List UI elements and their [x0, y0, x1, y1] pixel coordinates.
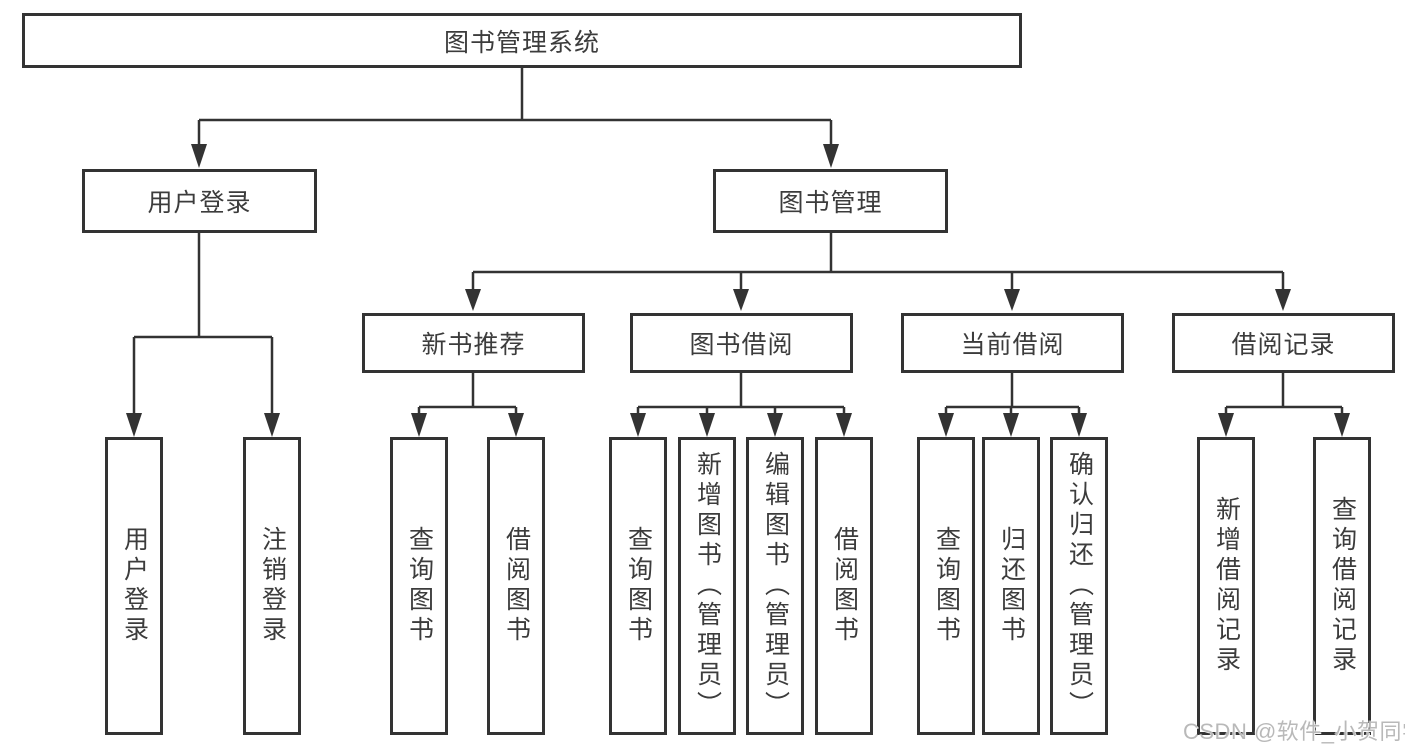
connector-borrow-records-split [1224, 373, 1344, 416]
arrowhead [1275, 289, 1291, 311]
connector-current-borrow-split [944, 373, 1081, 416]
leaf-edit-book-admin-label: 编辑图书（管理员） [761, 451, 790, 721]
connector-root-stem [197, 68, 833, 146]
arrowhead [1071, 413, 1087, 437]
arrowhead [465, 289, 481, 311]
arrowhead [699, 413, 715, 437]
node-new-book-recommend: 新书推荐 [362, 313, 585, 373]
arrowhead [836, 413, 852, 437]
arrowhead [508, 413, 524, 437]
leaf-query-books-current-label: 查询图书 [932, 526, 961, 646]
connector-book-mgmt-split [471, 233, 1285, 292]
leaf-query-books-current: 查询图书 [917, 437, 975, 735]
arrowhead [126, 413, 142, 437]
leaf-borrow-books-borrowing-label: 借阅图书 [830, 526, 859, 646]
leaf-confirm-return-admin: 确认归还（管理员） [1050, 437, 1108, 735]
leaf-add-borrow-record: 新增借阅记录 [1197, 437, 1255, 735]
leaf-query-books-borrowing: 查询图书 [609, 437, 667, 735]
node-book-management: 图书管理 [713, 169, 948, 233]
arrowhead [1003, 413, 1019, 437]
leaf-query-borrow-record: 查询借阅记录 [1313, 437, 1371, 735]
leaf-user-login: 用户登录 [105, 437, 163, 735]
arrowhead [264, 413, 280, 437]
leaf-query-books-recommend: 查询图书 [390, 437, 448, 735]
leaf-logout: 注销登录 [243, 437, 301, 735]
leaf-logout-label: 注销登录 [258, 526, 287, 646]
leaf-user-login-label: 用户登录 [120, 526, 149, 646]
leaf-borrow-books-recommend-label: 借阅图书 [502, 526, 531, 646]
connector-user-login-split [132, 233, 274, 416]
connector-new-book-rec-split [417, 373, 518, 416]
node-current-borrowing: 当前借阅 [901, 313, 1124, 373]
leaf-add-borrow-record-label: 新增借阅记录 [1212, 496, 1241, 676]
node-borrow-records: 借阅记录 [1172, 313, 1395, 373]
leaf-return-book: 归还图书 [982, 437, 1040, 735]
arrowheads [126, 144, 1350, 437]
node-book-borrowing-label: 图书借阅 [689, 331, 794, 359]
csdn-watermark: CSDN @软件_小贺同学 [1183, 719, 1405, 744]
leaf-borrow-books-recommend: 借阅图书 [487, 437, 545, 735]
node-library-system: 图书管理系统 [22, 13, 1022, 68]
arrowhead [823, 144, 839, 168]
leaf-edit-book-admin: 编辑图书（管理员） [746, 437, 804, 735]
arrowhead [630, 413, 646, 437]
leaf-borrow-books-borrowing: 借阅图书 [815, 437, 873, 735]
leaf-query-books-recommend-label: 查询图书 [405, 526, 434, 646]
node-user-login: 用户登录 [82, 169, 317, 233]
node-borrow-records-label: 借阅记录 [1231, 331, 1336, 359]
arrowhead [733, 289, 749, 311]
arrowhead [938, 413, 954, 437]
node-book-borrowing: 图书借阅 [630, 313, 853, 373]
arrowhead [411, 413, 427, 437]
connector-book-borrow-split [636, 373, 846, 416]
leaf-return-book-label: 归还图书 [997, 526, 1026, 646]
leaf-confirm-return-admin-label: 确认归还（管理员） [1065, 451, 1094, 721]
node-library-system-label: 图书管理系统 [443, 28, 600, 57]
arrowhead [767, 413, 783, 437]
arrowhead [191, 144, 207, 168]
arrowhead [1004, 289, 1020, 311]
node-book-management-label: 图书管理 [778, 189, 883, 217]
leaf-query-books-borrowing-label: 查询图书 [624, 526, 653, 646]
arrowhead [1334, 413, 1350, 437]
node-new-book-recommend-label: 新书推荐 [421, 331, 526, 359]
node-current-borrowing-label: 当前借阅 [960, 331, 1065, 359]
leaf-add-book-admin-label: 新增图书（管理员） [693, 451, 722, 721]
arrowhead [1218, 413, 1234, 437]
leaf-add-book-admin: 新增图书（管理员） [678, 437, 736, 735]
leaf-query-borrow-record-label: 查询借阅记录 [1328, 496, 1357, 676]
node-user-login-label: 用户登录 [147, 189, 252, 217]
